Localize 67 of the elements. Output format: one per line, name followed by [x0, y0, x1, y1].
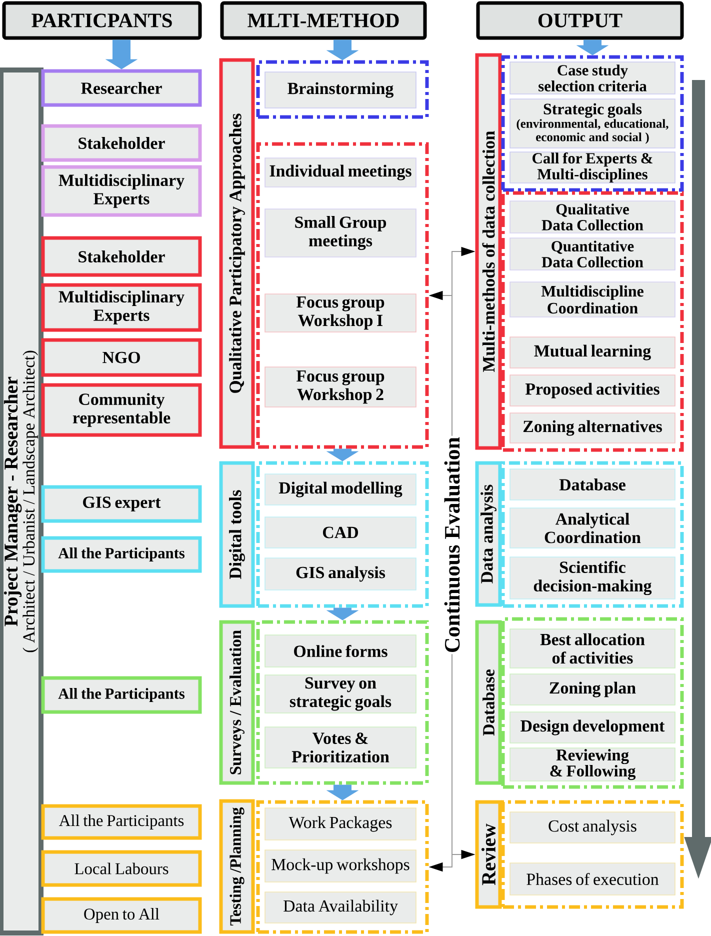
item-box: Call for Experts & Multi-disciplines: [510, 152, 676, 184]
category-box: Testing /Planning: [219, 799, 255, 934]
item-box: Mock-up workshops: [264, 850, 416, 882]
item-box: Online forms: [264, 634, 416, 668]
column-header: PARTICPANTS: [2, 1, 202, 40]
group-frame: [256, 620, 429, 785]
group-frame: [501, 800, 684, 909]
category-box: Review: [475, 800, 502, 909]
line-label: Continuous Evaluation: [444, 437, 460, 652]
item-box: Quantitative Data Collection: [510, 238, 676, 270]
item-box: Mutual learning: [510, 336, 676, 368]
item-box: Zoning alternatives: [510, 412, 676, 444]
item-box: Work Packages: [264, 808, 416, 840]
category-box: Multi-methods of data collection: [475, 53, 502, 450]
group-frame: [501, 191, 684, 452]
item-box: Case study selection criteria: [510, 62, 676, 94]
category-box: Qualitative Participatory Approaches: [219, 58, 255, 449]
item-box: CAD: [264, 516, 416, 548]
participant-box: Stakeholder: [41, 236, 202, 277]
participant-box: NGO: [41, 338, 202, 377]
item-box: Data Availability: [264, 892, 416, 924]
item-box: Brainstorming: [264, 72, 416, 108]
participant-box: All the Participants: [41, 804, 202, 840]
group-frame: [501, 55, 684, 192]
participant-box: Stakeholder: [41, 124, 202, 162]
participant-box: All the Participants: [41, 676, 202, 714]
participant-box: Open to All: [41, 897, 202, 934]
item-box: Phases of execution: [510, 862, 676, 896]
item-box: Database: [510, 468, 676, 500]
participant-box: Local Labours: [41, 850, 202, 887]
column-header: MLTI-METHOD: [220, 1, 427, 40]
category-box: Digital tools: [219, 461, 255, 608]
item-box: Qualitative Data Collection: [510, 200, 676, 234]
item-box: Individual meetings: [264, 158, 416, 188]
category-box: Database: [475, 620, 502, 785]
participant-box: GIS expert: [41, 485, 202, 523]
item-box: Survey on strategic goals: [264, 674, 416, 714]
item-box: Design development: [510, 712, 676, 744]
item-box: Reviewing & Following: [510, 748, 676, 782]
item-box: Strategic goals (environmental, educational, economic and social ): [510, 98, 676, 148]
group-frame: [256, 142, 429, 449]
item-box: Focus group Workshop 2: [264, 366, 416, 408]
participant-box: Multidisciplinary Experts: [41, 165, 202, 217]
group-frame: [256, 800, 429, 934]
item-box: Votes & Prioritization: [264, 726, 416, 768]
group-frame: [256, 60, 429, 119]
group-frame: [501, 461, 684, 608]
item-box: Proposed activities: [510, 374, 676, 406]
participant-box: Multidisciplinary Experts: [41, 283, 202, 332]
item-box: Cost analysis: [510, 812, 676, 844]
group-frame: [501, 617, 684, 789]
item-box: Small Group meetings: [264, 208, 416, 258]
item-box: Zoning plan: [510, 674, 676, 706]
category-box: Data analysis: [475, 461, 502, 607]
category-box: Surveys / Evaluation: [219, 620, 255, 785]
item-box: Multidiscipline Coordination: [510, 282, 676, 318]
participant-box: Researcher: [41, 69, 202, 107]
item-box: Digital modelling: [264, 474, 416, 506]
item-box: Analytical Coordination: [510, 508, 676, 548]
item-box: GIS analysis: [264, 558, 416, 590]
group-frame: [256, 461, 429, 608]
item-box: Scientific decision-making: [510, 556, 676, 600]
item-box: Focus group Workshop I: [264, 294, 416, 332]
participant-box: All the Participants: [41, 536, 202, 573]
column-header: OUTPUT: [476, 1, 684, 40]
item-box: Best allocation of activities: [510, 628, 676, 668]
participant-box: Community representable: [41, 383, 202, 437]
